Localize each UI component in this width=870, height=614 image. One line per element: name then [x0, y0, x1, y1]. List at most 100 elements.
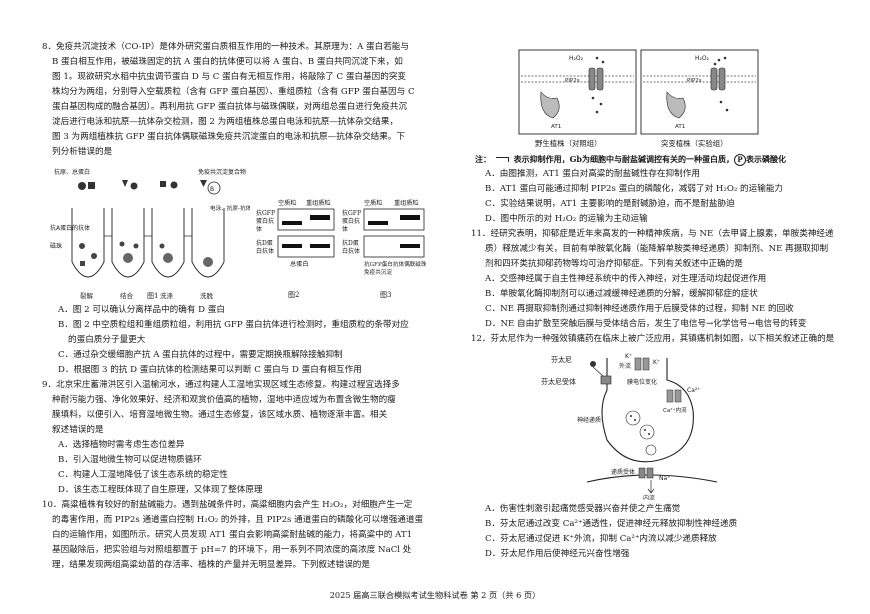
q9-line-1: 9．北京宋庄蓄滞洪区引入温榆河水，通过构建人工湿地实现区域生态修复。构建过程宜选… [42, 380, 400, 390]
q12-receptor2-label: 递质受体 [611, 468, 635, 476]
fig1-caption: 图1 [147, 292, 159, 300]
q11-option-a: A．交感神经属于自主性神经系统中的传入神经，对生理活动均起促进作用 [485, 274, 767, 284]
q8-line-4: 株均分为两组，分别导入空载质粒（含有 GFP 蛋白基因）、重组质粒（含有 GFP… [52, 87, 415, 97]
fig2-band-d-empty [282, 244, 302, 248]
figure-3: 空质粒 重组质粒 [363, 199, 425, 258]
q12-synapse-figure: K⁺ 外流 K⁺ 膜电位变化 Ca²⁺ Ca²⁺内流 神经递质 递质受体 Na⁺… [577, 353, 718, 500]
fig1-tube-2 [111, 208, 145, 278]
fig1-label-bead: 磁珠 [50, 242, 62, 250]
fig2-band-d-recombinant [310, 244, 330, 248]
figure-2: 空质粒 重组质粒 总蛋白 [277, 199, 335, 268]
q10-option-b: B．AT1 蛋白可能通过抑制 PIP2s 蛋白的磷酸化，减弱了对 H₂O₂ 的运… [485, 184, 784, 194]
q10-pip2s-left: PIP2s [565, 78, 580, 84]
svg-text:B: B [210, 186, 214, 193]
page-footer: 2025 届高三联合模拟考试生物科试卷 第 2 页（共 6 页） [329, 590, 541, 600]
fig1-tube-3 [151, 208, 185, 278]
q9-line-3: 膜填料，以便引入、培育湿地微生物。通过生态修复，该区域水质、植物逐渐丰富。相关 [52, 410, 388, 420]
q8-option-b-cont: 的蛋白质分子量更大 [68, 335, 146, 345]
q12-k-label: K⁺ [625, 353, 632, 360]
q10-mutant-panel [640, 49, 759, 135]
q10-figure: H₂O₂ H₂O₂ PIP2s PIP2s AT1 AT1 [518, 49, 759, 135]
q12-fentanyl-receptor [600, 375, 612, 385]
phosphorylation-icon: P [734, 154, 747, 166]
fig3-col-empty: 空质粒 [364, 199, 383, 207]
q10-at1-right: AT1 [675, 124, 685, 130]
q11-line-1: 11．经研究表明，抑郁症是近年来高发的一种精神疾病，与 NE（去甲肾上腺素，单胺… [471, 229, 834, 239]
fig2-row-gfp: 抗GFP蛋白抗体 [256, 210, 275, 233]
fig1-label-detect: 电泳、抗原-抗体杂交检测 [210, 204, 250, 212]
fig2-row-d: 抗D蛋白抗体 [256, 240, 275, 255]
q11-option-b: B．单胺氧化酶抑制剂可以通过减缓神经递质的分解，缓解抑郁症的症状 [485, 289, 758, 299]
inhibit-symbol-icon [495, 157, 509, 162]
q12-option-a: A．伤害性刺激引起痛觉感受器兴奋并使之产生痛觉 [485, 504, 681, 514]
q10-line-3: 白的运输作用，如图所示。研究人员发现 AT1 蛋白会影响高粱耐盐碱的能力，将高粱… [52, 530, 413, 540]
fig1-step-lyse: 裂解 [80, 291, 94, 300]
q12-receptor-label: 芬太尼受体 [541, 378, 576, 386]
q10-wild-panel [518, 49, 637, 135]
fig3-bottom-label: 抗GFP蛋白抗体偶联磁珠免疫共沉淀 [364, 262, 427, 276]
fig2-caption: 图2 [288, 291, 300, 299]
q8-line-5: 蛋白基因构成的融合基因）。再利用抗 GFP 蛋白抗体与磁珠偶联，对两组总蛋白进行… [52, 102, 407, 112]
fig1-step-bind: 结合 [120, 291, 134, 300]
q8-line-6: 淀后进行电泳和抗原—抗体杂交检测，图 2 为两组植株总蛋白电泳和抗原—抗体杂交结… [52, 117, 399, 127]
fig1-step-wash: 洗涤 [160, 291, 174, 300]
fig2-col-empty: 空质粒 [278, 199, 297, 207]
fig3-band-d-recombinant [400, 244, 420, 248]
q10-pip2s-right: PIP2s [687, 78, 702, 84]
fig2-band-gfp-empty [282, 221, 302, 225]
q10-gb-right [666, 91, 686, 119]
q11-line-2: 质）释放减少有关，目前有单胺氧化酶（能降解单胺类神经递质）抑制剂、NE 再摄取抑… [485, 244, 829, 254]
q12-option-b: B．芬太尼通过改变 Ca²⁺通透性，促进神经元释放抑制性神经递质 [485, 519, 738, 529]
fig3-row-gfp: 抗GFP蛋白抗体 [342, 210, 361, 233]
q8-option-d: D．根据图 3 的抗 D 蛋白抗体的检测结果可以判断 C 蛋白与 D 蛋白有相互… [58, 365, 362, 375]
q10-at1-left: AT1 [551, 124, 561, 130]
fig3-col-recombinant: 重组质粒 [394, 199, 419, 207]
q11-line-3: 剂和四环类抗抑郁药物等均可治疗抑郁症。下列有关叙述中正确的是 [485, 259, 743, 269]
q10-note-tail: 表示磷酸化 [746, 154, 787, 164]
fig2-bottom-label: 总蛋白 [290, 260, 309, 268]
q10-option-a: A．由图推测，AT1 蛋白对高粱的耐盐碱性存在抑制作用 [485, 169, 700, 179]
q10-line-2: 的毒害作用，而 PIP2s 通道蛋白控制 H₂O₂ 的外排，且 PIP2s 通道… [52, 515, 424, 525]
q10-h2o2-right: H₂O₂ [695, 55, 710, 62]
q8-option-a: A．图 2 可以确认分离样品中的确有 D 蛋白 [58, 305, 225, 315]
q12-option-d: D．芬太尼作用后使神经元兴奋性增强 [485, 549, 630, 559]
q8-line-7: 图 3 为两组植株抗 GFP 蛋白抗体偶联磁珠免疫共沉淀蛋白的电泳和抗原—抗体杂… [52, 132, 405, 142]
fig3-row-d: 抗D蛋白抗体 [342, 240, 361, 255]
q10-line-4: 基因敲除后，把实验组与对照组都置于 pH=7 的环境下，用一系列不同浓度的高浓度… [52, 545, 412, 555]
q10-wild-caption: 野生植株（对照组） [535, 139, 602, 148]
q12-option-c: C．芬太尼通过促进 K⁺外流，抑制 Ca²⁺内流以减少递质释放 [485, 534, 717, 544]
q10-option-d: D．图中所示的对 H₂O₂ 的运输为主动运输 [485, 214, 648, 224]
q12-k-label-right: K⁺ [653, 359, 660, 366]
q10-h2o2-left: H₂O₂ [569, 55, 584, 62]
q10-line-1: 10．高粱植株有较好的耐盐碱能力。遇到盐碱条件时，高粱细胞内会产生 H₂O₂，对… [42, 500, 413, 510]
q10-mutant-caption: 突变植株（实验组） [661, 139, 728, 148]
q8-line-2: B 蛋白相互作用，被磁珠固定的抗 A 蛋白的抗体便可以将 A 蛋白、B 蛋白共同… [52, 57, 403, 67]
q10-note-body: 表示抑制作用，Gb为细胞中与耐盐碱调控有关的一种蛋白质， [513, 154, 735, 164]
q8-line-3: 图 1。现欲研究水稻中抗虫调节蛋白 D 与 C 蛋白有无相互作用，将敲除了 C … [52, 72, 407, 82]
fig2-band-gfp-recombinant [310, 215, 330, 220]
fig3-band-gfp-empty [368, 221, 388, 225]
q8-line-8: 列分析错误的是 [52, 147, 113, 157]
fig1-label-antibody: 抗A蛋白的抗体 [50, 224, 90, 232]
figure-1: 抗原、总蛋白 抗A蛋白的抗体 磁珠 免疫共沉淀复合物 电泳、抗原-抗体杂交检测 … [50, 168, 250, 300]
q11-option-d: D．NE 自由扩散至突触后膜与受体结合后，发生了电信号→化学信号→电信号的转变 [485, 319, 807, 329]
q12-na-label: Na⁺ [659, 475, 670, 482]
q9-line-4: 叙述错误的是 [52, 425, 104, 435]
right-column: H₂O₂ H₂O₂ PIP2s PIP2s AT1 AT1 野生植株（对照组） … [437, 0, 870, 614]
q9-option-a: A．选择植物时需考虑生态位差异 [58, 440, 185, 450]
q10-note-prefix: 注： [475, 154, 491, 164]
q12-line-1: 12．芬太尼作为一种强效镇痛药在临床上被广泛应用，其镇痛机制如图，以下相关叙述正… [471, 334, 835, 344]
q10-line-5: 理，结果发现两组高粱幼苗的存活率、植株的产量并无明显差异。下列叙述错误的是 [52, 560, 370, 570]
left-column: 8．免疫共沉淀技术（CO-IP）是体外研究蛋白质相互作用的一种技术。其原理为：A… [42, 42, 427, 570]
q10-option-c: C．实验结果说明，AT1 主要影响的是耐碱胁迫，而不是耐盐胁迫 [485, 199, 735, 209]
q10-gb-left [540, 91, 560, 119]
q8-option-b: B．图 2 中空质粒组和重组质粒组，利用抗 GFP 蛋白抗体进行检测时，重组质粒… [58, 320, 409, 330]
fig2-col-recombinant: 重组质粒 [306, 199, 331, 207]
fig1-tube-4 [191, 208, 225, 278]
q9-option-c: C．构建人工湿地降低了该生态系统的稳定性 [58, 470, 228, 480]
q8-line-1: 8．免疫共沉淀技术（CO-IP）是体外研究蛋白质相互作用的一种技术。其原理为：A… [42, 42, 409, 52]
q8-option-c: C．通过杂交缓细胞产抗 A 蛋白抗体的过程中，需要定期换瓶解除接触抑制 [58, 350, 343, 360]
fig1-tube-1 [71, 208, 105, 278]
q12-presynaptic-membrane [601, 358, 694, 463]
